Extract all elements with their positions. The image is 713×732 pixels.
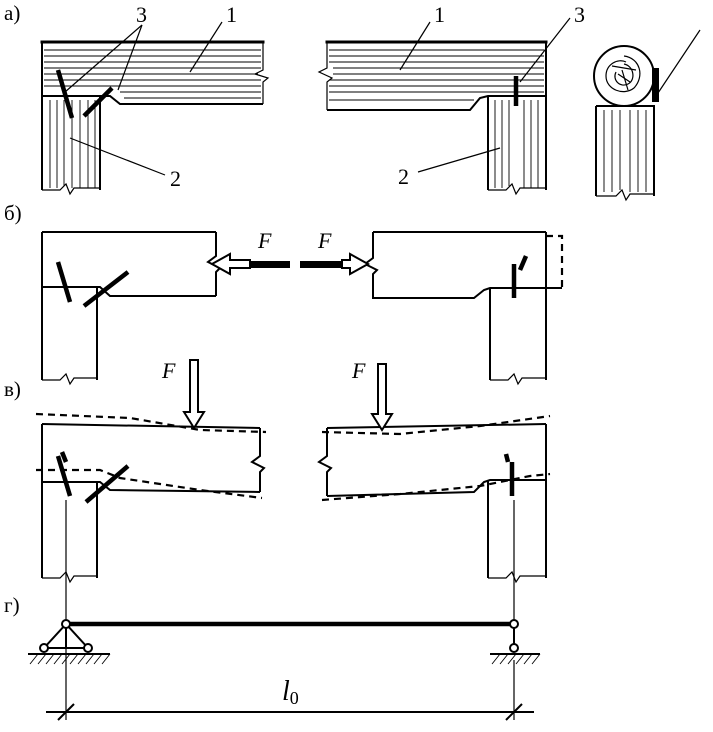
span-dimension: l0 — [46, 648, 534, 721]
force-label-v-right: F — [351, 358, 366, 383]
callout-connector-right: 3 — [574, 2, 585, 27]
panel-v-left-joint — [35, 412, 267, 584]
force-label-b-right: F — [317, 228, 332, 253]
leader-1-left — [189, 21, 223, 73]
panel-b-right-joint — [363, 231, 564, 386]
callout-post-left: 2 — [170, 166, 181, 191]
right-post — [487, 96, 547, 196]
callout-beam-left: 1 — [226, 2, 237, 27]
cross-section-view — [593, 29, 701, 202]
left-beam-grain — [44, 49, 261, 99]
panel-b-left-joint — [41, 231, 222, 386]
panel-b-tension-force-right: F — [300, 228, 371, 276]
panel-a-label: а) — [4, 1, 20, 25]
panel-a: а) — [4, 1, 701, 202]
leader-cross-section — [655, 29, 701, 97]
leader-3-b — [117, 24, 143, 91]
force-label-b-left: F — [257, 228, 272, 253]
panel-v-right-joint — [317, 414, 551, 584]
pinned-support-left — [28, 619, 111, 665]
span-label: l0 — [282, 676, 299, 708]
panel-v-load-right: F — [351, 358, 394, 432]
panel-g: г) l0 — [4, 593, 541, 721]
left-connector-bolt-1 — [55, 69, 75, 119]
right-beam — [317, 40, 548, 111]
leader-2-right — [417, 147, 501, 173]
leader-3-right — [519, 17, 571, 83]
leader-3-a — [64, 24, 143, 93]
force-label-v-left: F — [161, 358, 176, 383]
callout-connector-left: 3 — [136, 2, 147, 27]
panel-b-label: б) — [4, 201, 22, 225]
panel-v-load-left: F — [161, 358, 206, 430]
panel-b: б) F — [4, 201, 564, 386]
leader-1-right — [399, 21, 431, 71]
roller-support-right — [490, 619, 541, 665]
left-connector-bolt-2 — [82, 86, 114, 118]
right-beam-grain — [329, 49, 544, 101]
right-post-grain — [494, 100, 539, 188]
callout-post-right: 2 — [398, 164, 409, 189]
panel-g-label: г) — [4, 593, 20, 617]
panel-b-tension-force-left: F — [209, 228, 290, 276]
cross-section-connector — [652, 68, 659, 102]
leader-2-left — [69, 137, 166, 176]
callout-beam-right: 1 — [434, 2, 445, 27]
panel-v: в) — [4, 358, 551, 632]
left-beam — [40, 40, 270, 105]
panel-v-label: в) — [4, 377, 21, 401]
